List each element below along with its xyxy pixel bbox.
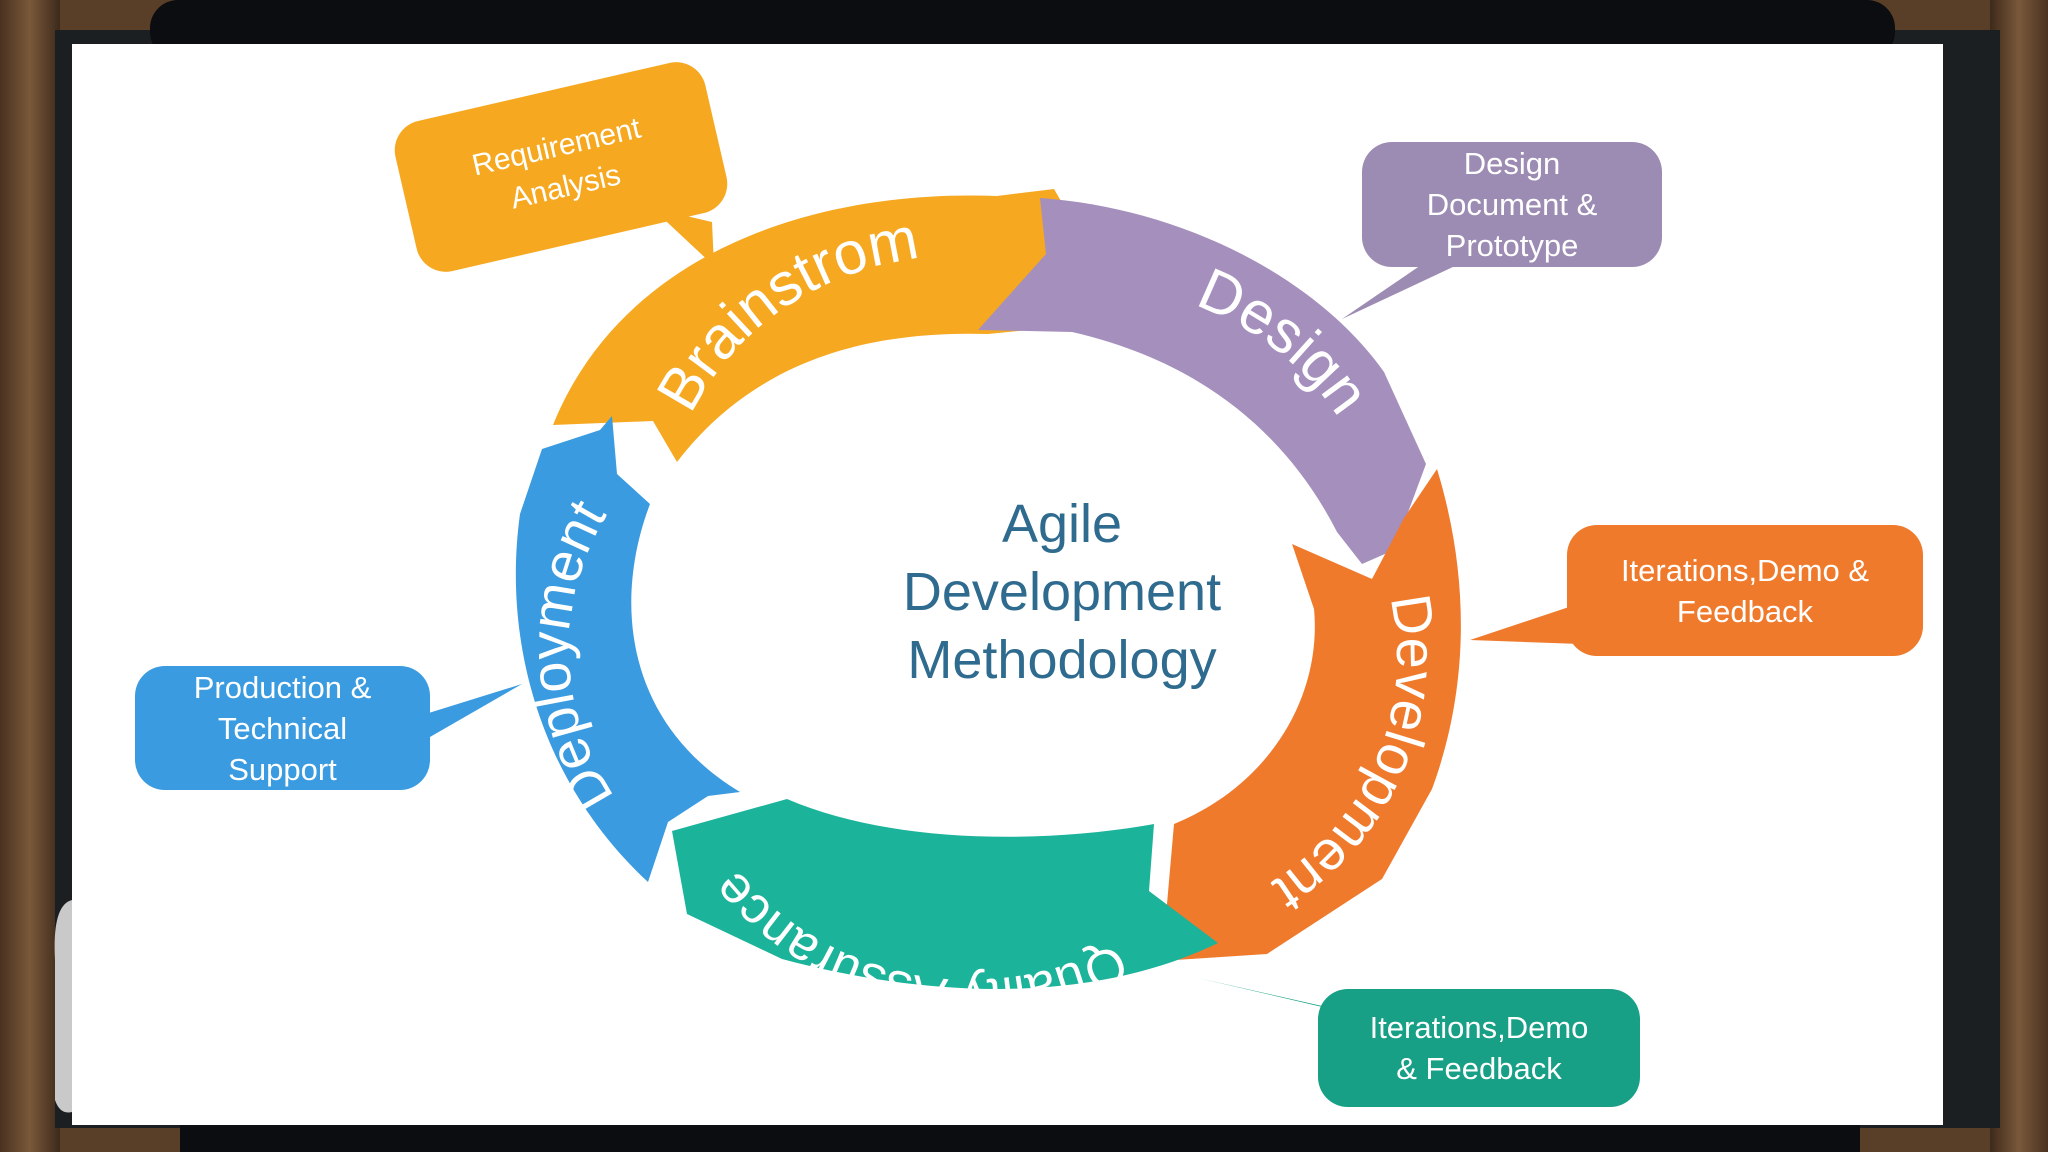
phase-arrow-brainstorm — [553, 189, 1090, 462]
callout-tail-iterations-top — [1470, 604, 1580, 644]
callout-iterations-demo-feedback-top: Iterations,Demo & Feedback — [1567, 525, 1923, 656]
phase-arrow-design — [978, 198, 1426, 564]
center-title-line-1: Agile — [1001, 494, 1123, 554]
callout-iterations-demo-feedback-bottom: Iterations,Demo & Feedback — [1318, 989, 1640, 1107]
callout-tail-requirement — [652, 208, 714, 266]
center-title: Agile Development Methodology — [772, 490, 1352, 694]
phase-arrow-deployment — [515, 416, 740, 882]
phase-arrow-quality-assurance — [672, 799, 1218, 989]
phase-arrow-development — [1160, 469, 1461, 961]
callout-tail-design-doc — [1342, 258, 1472, 319]
slide: Brainstrom Design Development Quality As… — [72, 44, 1943, 1125]
center-title-line-2: Development — [902, 562, 1222, 622]
center-title-line-3: Methodology — [907, 630, 1217, 690]
callout-design-document: Design Document & Prototype — [1362, 142, 1662, 267]
callout-production-technical-support: Production & Technical Support — [135, 666, 430, 790]
